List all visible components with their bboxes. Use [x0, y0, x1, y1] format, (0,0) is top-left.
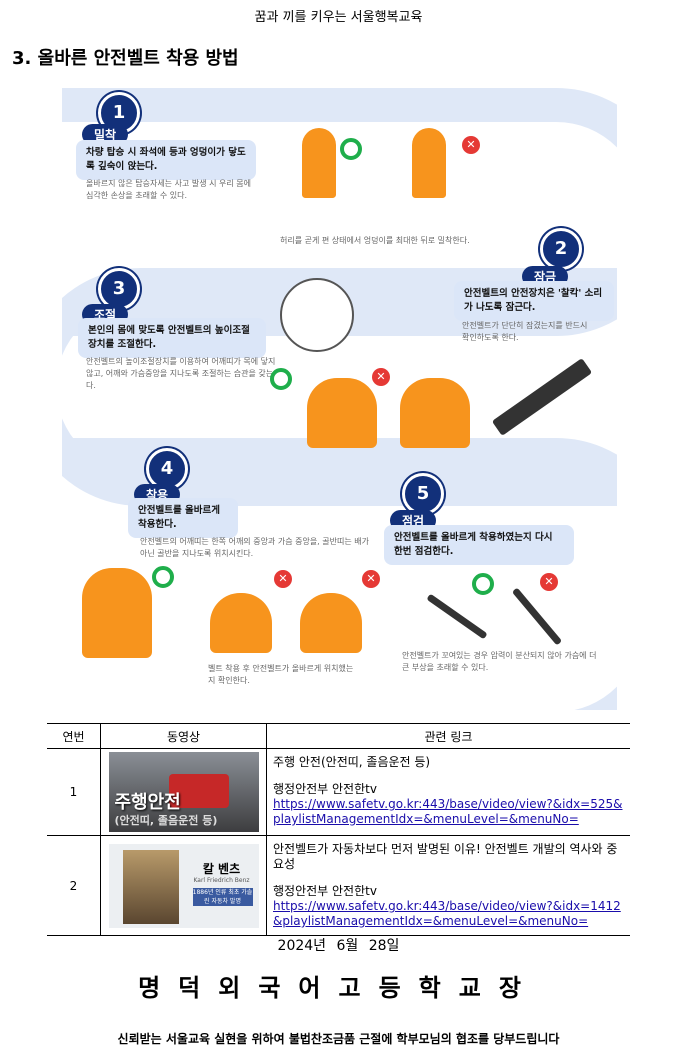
step-1-tag: 밀착: [82, 124, 129, 145]
video-title: 주행 안전(안전띠, 졸음운전 등): [273, 755, 431, 769]
step-5-text: 안전벨트를 올바르게 착용하였는지 다시 한번 점검한다.: [384, 525, 574, 565]
step-3-text: 본인의 몸에 맞도록 안전벨트의 높이조절장치를 조절한다.: [78, 318, 266, 358]
row-number: 2: [47, 835, 101, 936]
step-5-note: 안전벨트가 꼬여있는 경우 압력이 분산되지 않아 가슴에 더 큰 부상을 초래…: [402, 651, 597, 672]
step-4-caption: 벨트 착용 후 안전벨트가 올바르게 위치했는지 확인한다.: [208, 664, 354, 685]
video-source: 행정안전부 안전한tv: [273, 884, 377, 898]
passenger-figure-correct: [302, 128, 336, 198]
correct-icon: [340, 138, 362, 160]
table-header-row: 연번 동영상 관련 링크: [47, 723, 630, 749]
column-header-number: 연번: [47, 723, 101, 749]
video-thumbnail[interactable]: 주행안전 (안전띠, 졸음운전 등): [108, 752, 259, 832]
row-number: 1: [47, 748, 101, 836]
video-thumbnail[interactable]: 칼 벤츠 Karl Friedrich Benz 1886년 인류 최초 가솔린…: [108, 843, 259, 928]
page-header-slogan: 꿈과 끼를 키우는 서울행복교육: [254, 10, 423, 25]
bus-image: [168, 774, 229, 808]
column-header-video: 동영상: [100, 723, 267, 749]
portrait-image: [122, 849, 179, 924]
height-adjuster-image: [280, 278, 354, 352]
thumbnail-title: 칼 벤츠: [202, 861, 241, 876]
step-1-text: 차량 탑승 시 좌석에 등과 엉덩이가 닿도록 깊숙이 앉는다.: [76, 140, 256, 180]
passenger-figure-wrong: [400, 378, 470, 448]
video-link[interactable]: https://www.safetv.go.kr:443/base/video/…: [273, 899, 621, 928]
video-table: 연번 동영상 관련 링크 1 주행안전 (안전띠, 졸음운전 등) 주행 안전(…: [47, 723, 630, 936]
passenger-figure-wrong: [210, 593, 272, 653]
passenger-figure-wrong: [412, 128, 446, 198]
step-1-caption: 허리를 곧게 편 상태에서 엉덩이를 최대한 뒤로 밀착한다.: [280, 236, 470, 245]
driver-figure: [82, 568, 152, 658]
table-row: 2 칼 벤츠 Karl Friedrich Benz 1886년 인류 최초 가…: [47, 835, 630, 936]
step-4-text: 안전벨트를 올바르게 착용한다.: [128, 498, 238, 538]
video-title: 안전벨트가 자동차보다 먼저 발명된 이유! 안전벨트 개발의 역사와 중요성: [273, 842, 618, 871]
step-3-badge: 3: [98, 268, 140, 310]
table-row: 1 주행안전 (안전띠, 졸음운전 등) 주행 안전(안전띠, 졸음운전 등) …: [47, 748, 630, 836]
passenger-figure-wrong: [300, 593, 362, 653]
wrong-icon: ✕: [372, 368, 390, 386]
thumbnail-subtitle: Karl Friedrich Benz: [193, 876, 250, 884]
link-cell: 안전벨트가 자동차보다 먼저 발명된 이유! 안전벨트 개발의 역사와 중요성 …: [266, 835, 630, 936]
step-5-badge: 5: [402, 473, 444, 515]
link-cell: 주행 안전(안전띠, 졸음운전 등) 행정안전부 안전한tv https://w…: [266, 748, 630, 836]
step-2-text: 안전벨트의 안전장치은 '찰칵' 소리가 나도록 잠근다.: [454, 281, 614, 321]
correct-icon: [472, 573, 494, 595]
video-source: 행정안전부 안전한tv: [273, 782, 377, 796]
section-title: 3. 올바른 안전벨트 착용 방법: [12, 48, 239, 69]
passenger-figure-correct: [307, 378, 377, 448]
footer-notice: 신뢰받는 서울교육 실현을 위하여 불법찬조금품 근절에 학부모님의 협조를 당…: [117, 1032, 560, 1046]
wrong-icon: ✕: [362, 570, 380, 588]
wrong-icon: ✕: [274, 570, 292, 588]
thumbnail-note: 1886년 인류 최초 가솔린 자동차 발명: [192, 887, 253, 906]
thumbnail-subtitle: (안전띠, 졸음운전 등): [114, 814, 218, 827]
correct-icon: [270, 368, 292, 390]
document-date: 2024년 6월 28일: [277, 938, 400, 954]
correct-icon: [152, 566, 174, 588]
step-4-note: 안전벨트의 어깨띠는 한쪽 어깨의 중앙과 가슴 중앙을, 골반띠는 배가 아닌…: [140, 537, 369, 558]
step-2-note: 안전벨트가 단단히 잠겼는지를 반드시 확인하도록 한다.: [462, 321, 588, 342]
step-2-badge: 2: [540, 228, 582, 270]
column-header-links: 관련 링크: [266, 723, 630, 749]
wrong-icon: ✕: [540, 573, 558, 591]
thumbnail-title: 주행안전: [114, 792, 181, 813]
video-thumbnail-cell: 주행안전 (안전띠, 졸음운전 등): [100, 748, 267, 836]
wrong-icon: ✕: [462, 136, 480, 154]
video-thumbnail-cell: 칼 벤츠 Karl Friedrich Benz 1886년 인류 최초 가솔린…: [100, 835, 267, 936]
step-3-note: 안전벨트의 높이조절장치를 이용하여 어깨띠가 목에 닿지 않고, 어깨와 가슴…: [86, 357, 276, 390]
school-principal-name: 명덕외국어고등학교장: [138, 974, 539, 1002]
step-1-note: 올바르지 않은 탑승자세는 사고 발생 시 우리 몸에 심각한 손상을 초래할 …: [86, 179, 251, 200]
video-link[interactable]: https://www.safetv.go.kr:443/base/video/…: [273, 797, 623, 826]
seatbelt-infographic: 1 밀착 차량 탑승 시 좌석에 등과 엉덩이가 닿도록 깊숙이 앉는다. 올바…: [62, 88, 617, 710]
